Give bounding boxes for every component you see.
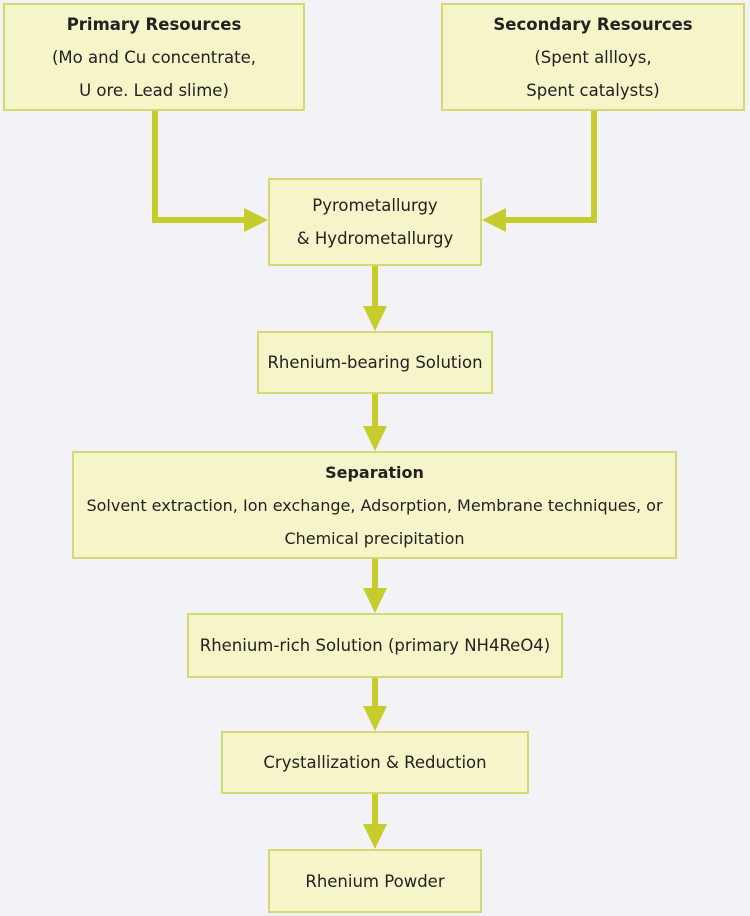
separation-line-2: Chemical precipitation bbox=[284, 528, 465, 548]
rhenium-rich-solution-label: Rhenium-rich Solution (primary NH4ReO4) bbox=[199, 636, 551, 655]
separation-box: Separation Solvent extraction, Ion excha… bbox=[72, 451, 677, 559]
metallurgy-line-1: Pyrometallurgy bbox=[312, 196, 438, 215]
arrow-primary-to-metallurgy bbox=[152, 110, 248, 223]
rhenium-bearing-solution-label: Rhenium-bearing Solution bbox=[267, 353, 483, 372]
arrowhead-powder bbox=[363, 824, 387, 849]
rhenium-rich-solution-box: Rhenium-rich Solution (primary NH4ReO4) bbox=[187, 613, 563, 678]
secondary-resources-line-2: Spent catalysts) bbox=[526, 80, 660, 100]
crystallization-reduction-label: Crystallization & Reduction bbox=[263, 753, 487, 772]
arrowhead-secondary bbox=[482, 208, 506, 232]
arrowhead-separation bbox=[363, 426, 387, 451]
primary-resources-box: Primary Resources (Mo and Cu concentrate… bbox=[3, 3, 305, 111]
arrowhead-rich-solution bbox=[363, 588, 387, 613]
metallurgy-line-2: & Hydrometallurgy bbox=[296, 229, 454, 248]
rhenium-bearing-solution-box: Rhenium-bearing Solution bbox=[257, 331, 493, 394]
separation-line-1: Solvent extraction, Ion exchange, Adsorp… bbox=[86, 495, 663, 515]
primary-resources-title: Primary Resources bbox=[66, 14, 242, 34]
primary-resources-line-2: U ore. Lead slime) bbox=[79, 80, 229, 100]
secondary-resources-line-1: (Spent allloys, bbox=[534, 47, 652, 67]
rhenium-powder-box: Rhenium Powder bbox=[268, 849, 482, 913]
arrowhead-solution bbox=[363, 306, 387, 331]
arrowhead-primary bbox=[244, 208, 268, 232]
arrow-secondary-to-metallurgy bbox=[502, 110, 597, 223]
arrowhead-crystallization bbox=[363, 706, 387, 731]
secondary-resources-box: Secondary Resources (Spent allloys, Spen… bbox=[441, 3, 745, 111]
primary-resources-line-1: (Mo and Cu concentrate, bbox=[51, 47, 257, 67]
secondary-resources-title: Secondary Resources bbox=[493, 14, 693, 34]
separation-title: Separation bbox=[325, 462, 424, 482]
metallurgy-box: Pyrometallurgy & Hydrometallurgy bbox=[268, 178, 482, 266]
rhenium-powder-label: Rhenium Powder bbox=[305, 871, 445, 891]
crystallization-reduction-box: Crystallization & Reduction bbox=[221, 731, 529, 794]
